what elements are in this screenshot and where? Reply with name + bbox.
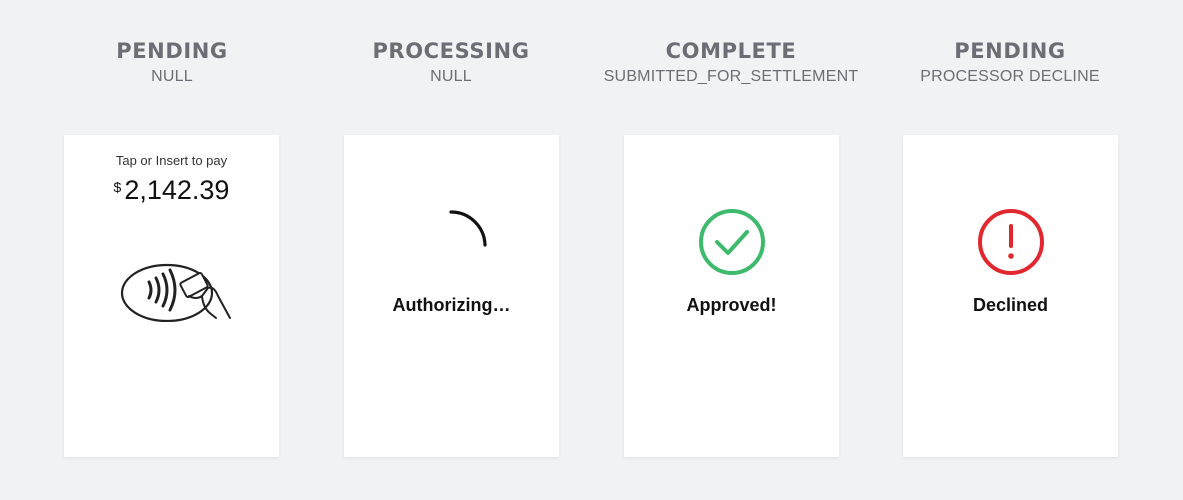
exclamation-circle-icon <box>977 208 1045 276</box>
declined-label: Declined <box>972 295 1049 315</box>
substatus-label: NULL <box>430 68 472 85</box>
approved-label: Approved! <box>686 295 777 315</box>
check-circle-icon <box>698 208 766 276</box>
currency-symbol: $ <box>113 179 122 195</box>
column-header-complete: COMPLETE SUBMITTED_FOR_SETTLEMENT <box>581 38 881 88</box>
amount-value: 2,142.39 <box>124 175 230 205</box>
payment-amount: $2,142.39 <box>64 175 279 206</box>
payment-card-approved: Approved! <box>624 135 839 457</box>
contactless-tap-icon <box>119 252 249 322</box>
payment-prompt: Tap or Insert to pay <box>115 153 228 168</box>
substatus-label: PROCESSOR DECLINE <box>920 68 1100 85</box>
payment-card-authorizing: Authorizing… <box>344 135 559 457</box>
substatus-label: SUBMITTED_FOR_SETTLEMENT <box>603 68 859 85</box>
payment-card-declined: Declined <box>903 135 1118 457</box>
substatus-label: NULL <box>151 68 193 85</box>
status-label: COMPLETE <box>665 39 797 63</box>
status-label: PROCESSING <box>372 39 530 63</box>
column-header-processing: PROCESSING NULL <box>301 38 601 88</box>
loading-spinner-icon <box>419 208 489 248</box>
authorizing-label: Authorizing… <box>392 295 511 315</box>
status-label: PENDING <box>954 39 1066 63</box>
status-label: PENDING <box>116 39 228 63</box>
payment-card-tap-to-pay: Tap or Insert to pay $2,142.39 <box>64 135 279 457</box>
column-header-pending-1: PENDING NULL <box>22 38 322 88</box>
column-header-pending-2: PENDING PROCESSOR DECLINE <box>860 38 1160 88</box>
